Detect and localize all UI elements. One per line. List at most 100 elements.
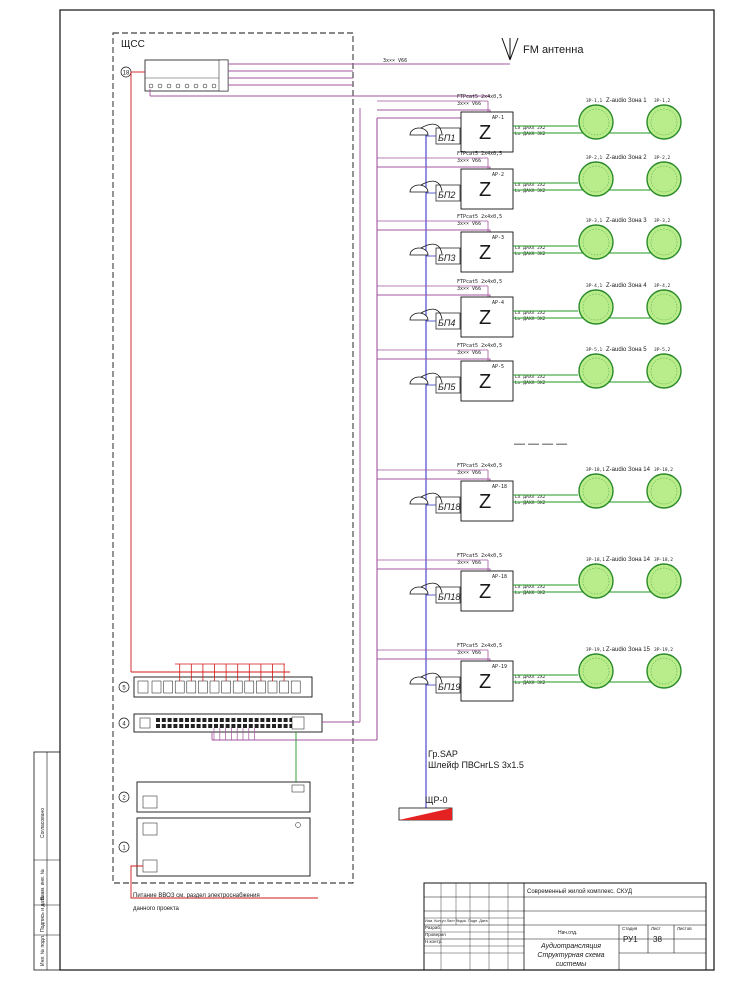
psu-label: БП5 — [438, 382, 456, 392]
zone-cable-sublabel: Зх×× V66 — [457, 350, 481, 356]
marker-unit2: 2 — [118, 791, 130, 803]
patch-port — [161, 724, 166, 728]
amplifier-glyph: Z — [479, 491, 491, 513]
patch-port — [173, 724, 178, 728]
switch-port — [198, 680, 208, 694]
amplifier-id: AP-19 — [492, 664, 507, 670]
patch-port — [167, 718, 172, 722]
amp-output-1: Lx ДАХХ 2Х2 — [515, 374, 546, 380]
patch-port — [283, 724, 288, 728]
patch-port — [179, 718, 184, 722]
amp-output-2: Lx ДАХХ 3Х2 — [515, 590, 546, 596]
stamp-inv: Инв. № подл. — [40, 935, 46, 966]
svg-text:1: 1 — [122, 846, 126, 852]
speaker-left-label: ЗР-2,1 — [586, 155, 603, 161]
patch-port — [208, 724, 213, 728]
patch-port — [266, 724, 271, 728]
speaker-left-icon — [578, 289, 614, 325]
switch-port — [290, 680, 301, 694]
amplifier-id: AP-1 — [492, 115, 504, 121]
zone-feed-cable — [377, 166, 491, 169]
amp-output-1: Lx ДАХХ 2Х2 — [515, 245, 546, 251]
amp-output-1: Lx ДАХХ 2Х2 — [515, 584, 546, 590]
zone-name: Z-audio Зона 14 — [606, 557, 651, 563]
amp-output-1: Lx ДАХХ 2Х2 — [515, 674, 546, 680]
patch-port — [248, 718, 253, 722]
amp-output-1: Lx ДАХХ 2Х2 — [515, 125, 546, 131]
speaker-left-icon — [578, 104, 614, 140]
speaker-right-icon — [646, 563, 682, 599]
amplifier-box — [460, 296, 514, 338]
speaker-right-icon — [646, 473, 682, 509]
zone-feed-cable — [377, 568, 491, 571]
speaker-left-icon — [578, 473, 614, 509]
zone-name: Z-audio Зона 4 — [606, 283, 647, 289]
patch-port — [208, 718, 213, 722]
zone-name: Z-audio Зона 5 — [606, 347, 647, 353]
cabinet-label: ЩСС — [121, 39, 145, 50]
psu-horn-icon — [409, 672, 443, 685]
speaker-left-label: ЗР-19,1 — [586, 647, 605, 653]
zone-cable-label: FTPcat5 2x4x0,5 — [457, 343, 502, 349]
patch-port — [231, 718, 236, 722]
marker-unit1: 1 — [118, 841, 130, 853]
power-note-1: Питание ВВОЗ см. раздел электроснабжения — [133, 893, 260, 899]
patch-port — [272, 724, 276, 728]
patch-port — [289, 718, 294, 722]
patch-port — [289, 724, 294, 728]
amplifier-glyph: Z — [479, 242, 491, 264]
patch-port — [260, 724, 265, 728]
antenna-label: FM антенна — [523, 44, 584, 56]
patch-port — [260, 718, 265, 722]
speaker-left-icon — [578, 353, 614, 389]
patch-port — [254, 718, 259, 722]
title-row-c: Проверил — [425, 932, 446, 937]
amplifier-box — [460, 480, 514, 522]
switch-unit — [133, 663, 313, 698]
switch-port — [267, 680, 278, 694]
zone-cable-label: FTPcat5 2x4x0,5 — [457, 94, 502, 100]
title-row-d: Н.контр. — [425, 939, 442, 944]
zone-cable-label: FTPcat5 2x4x0,5 — [457, 643, 502, 649]
patch-port — [243, 724, 247, 728]
sheet-value: 38 — [653, 935, 662, 944]
switch-port — [174, 680, 185, 694]
zone-cable-sublabel: Зх×× V66 — [457, 560, 481, 566]
speaker-left-label: ЗР-18,1 — [586, 557, 605, 563]
patch-port — [225, 718, 230, 722]
marker-switch: 5 — [118, 681, 130, 693]
speaker-left-label: ЗР-5,1 — [586, 347, 603, 353]
speaker-left-label: ЗР-4,1 — [586, 283, 603, 289]
psu-horn-icon — [409, 123, 443, 136]
amp-output-2: Lx ДАХХ 3Х2 — [515, 680, 546, 686]
speaker-right-icon — [646, 224, 682, 260]
zone-feed-cable — [377, 109, 491, 112]
amplifier-box — [460, 570, 514, 612]
stage-header: Стадия — [622, 926, 638, 931]
speaker-right-label: ЗР-1,2 — [654, 98, 671, 104]
switch-port — [186, 680, 197, 694]
antenna-cable-label: Зх×× V66 — [383, 58, 407, 64]
speaker-right-icon — [646, 161, 682, 197]
patch-port — [231, 724, 236, 728]
patch-port — [190, 718, 195, 722]
zone-cable-label: FTPcat5 2x4x0,5 — [457, 279, 502, 285]
zone-feed-cable — [377, 658, 491, 661]
speaker-right-label: ЗР-2,2 — [654, 155, 671, 161]
title-row-b: Разраб. — [425, 925, 441, 930]
marker-top: 18 — [120, 66, 132, 78]
speaker-left-label: ЗР-1,1 — [586, 98, 603, 104]
psu-label: БП1 — [438, 133, 455, 143]
switch-port — [256, 680, 266, 694]
patch-port — [225, 724, 230, 728]
patch-port — [248, 724, 253, 728]
psu-label: БП18 — [438, 502, 460, 512]
speaker-right-icon — [646, 653, 682, 689]
title-row-a: Изм. Кол.уч Лист №док. Подп. Дата — [425, 919, 489, 923]
zone-cable-label: FTPcat5 2x4x0,5 — [457, 553, 502, 559]
